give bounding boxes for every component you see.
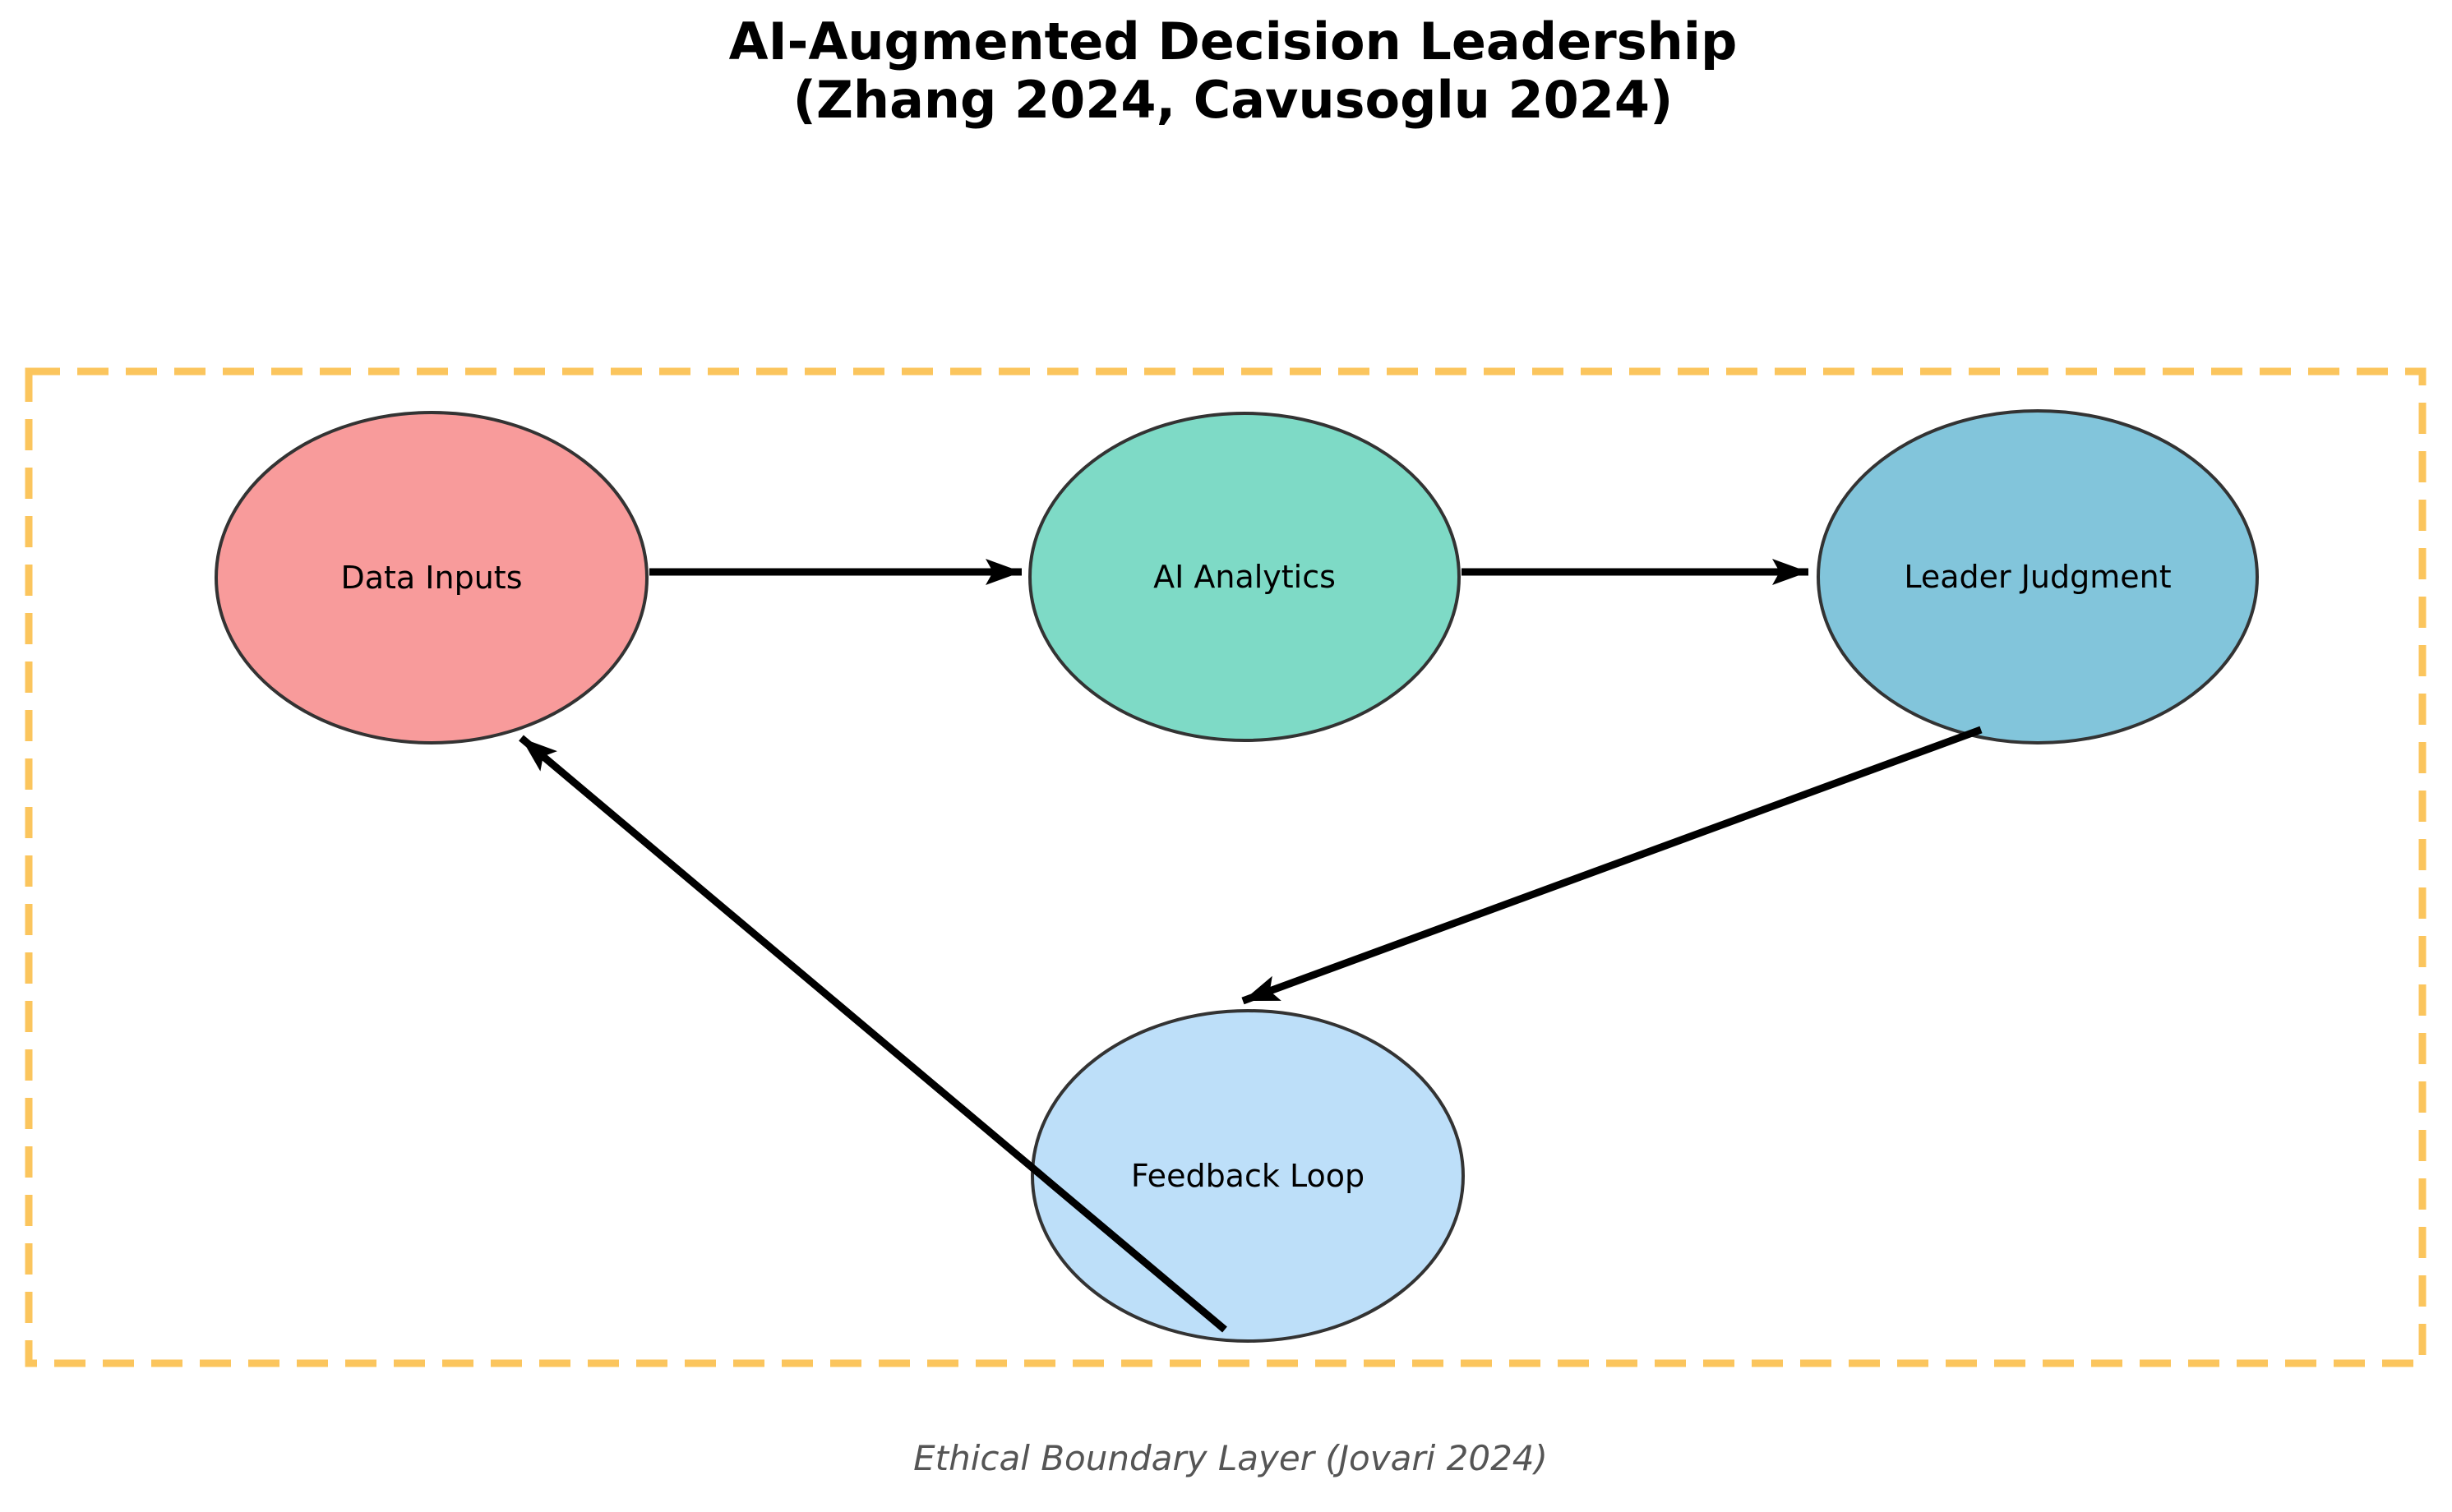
node-label-data-inputs: Data Inputs: [340, 560, 522, 596]
diagram-title-line2: (Zhang 2024, Cavusoglu 2024): [793, 70, 1674, 130]
node-label-ai-analytics: AI Analytics: [1153, 559, 1336, 595]
ethical-boundary-box: [25, 367, 2427, 1367]
node-ellipse-data-inputs: [215, 411, 649, 744]
diagram-title-line1: AI-Augmented Decision Leadership: [729, 12, 1738, 71]
arrow-feedback-loop-to-data-inputs: [519, 735, 1227, 1333]
node-ellipse-leader-judgment: [1817, 409, 2259, 744]
arrow-leader-judgment-to-feedback-loop: [1241, 726, 1983, 1005]
node-label-leader-judgment: Leader Judgment: [1904, 559, 2171, 595]
boundary-caption: Ethical Boundary Layer (Jovari 2024): [913, 1438, 1548, 1478]
node-label-feedback-loop: Feedback Loop: [1131, 1158, 1365, 1194]
node-ellipse-ai-analytics: [1028, 412, 1461, 742]
